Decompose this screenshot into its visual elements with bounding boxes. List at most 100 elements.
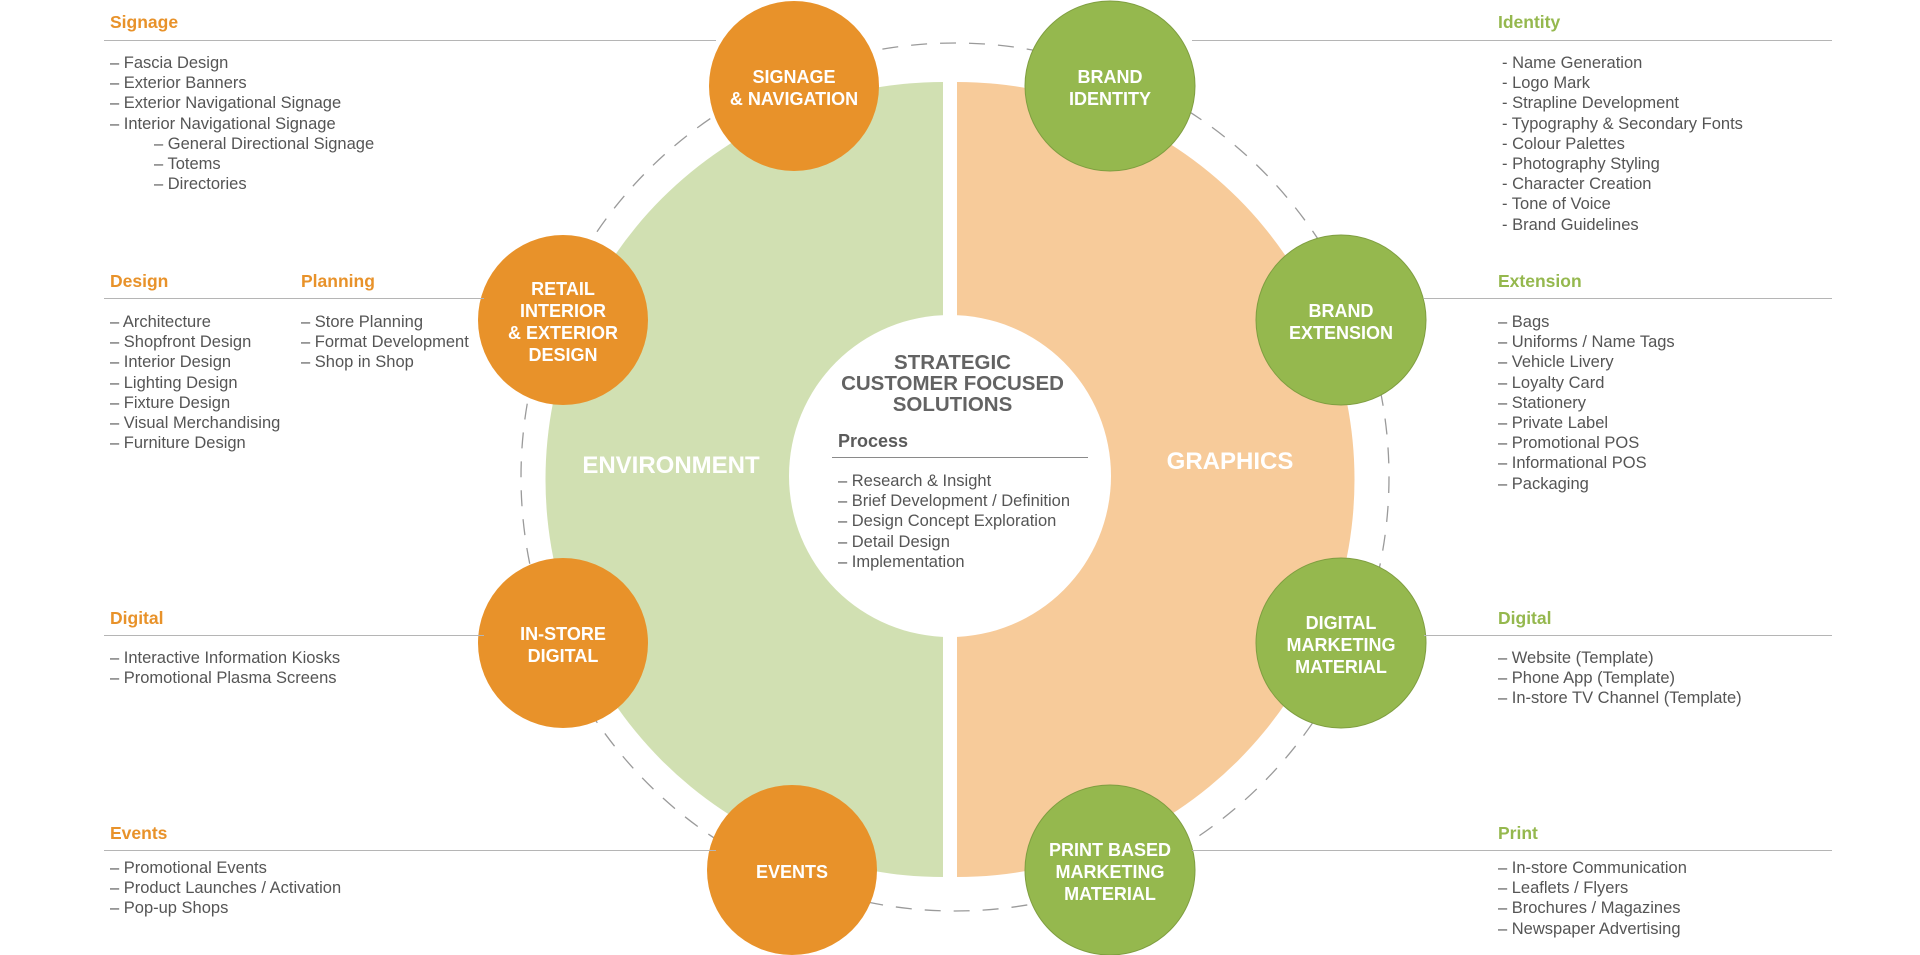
- list-item: – Shopfront Design: [110, 333, 252, 352]
- list-item: – Research & Insight: [838, 472, 992, 490]
- svg-text:INTERIOR: INTERIOR: [520, 301, 606, 321]
- graphics-half: [957, 82, 1355, 877]
- svg-text:& EXTERIOR: & EXTERIOR: [508, 323, 618, 343]
- print-heading: Print: [1498, 823, 1538, 843]
- extension-rule: [1424, 298, 1832, 299]
- print-rule: [1192, 850, 1832, 851]
- signage-rule: [104, 40, 716, 41]
- svg-text:SIGNAGE: SIGNAGE: [752, 67, 835, 87]
- list-item: – Implementation: [838, 552, 965, 571]
- svg-text:DESIGN: DESIGN: [528, 345, 597, 365]
- center-title: STRATEGIC CUSTOMER FOCUSED SOLUTIONS: [790, 352, 1115, 415]
- design-list: – Architecture – Shopfront Design – Inte…: [110, 312, 280, 453]
- list-item: – Architecture: [110, 313, 211, 331]
- left-digital-rule: [104, 635, 484, 636]
- center-circle: [789, 315, 1111, 637]
- brand-extension-circle[interactable]: BRAND EXTENSION: [1255, 234, 1427, 406]
- list-item: – Promotional Plasma Screens: [110, 669, 337, 688]
- list-item: – Newspaper Advertising: [1498, 919, 1681, 938]
- list-item: – Directories: [154, 175, 247, 194]
- center-title-line: STRATEGIC: [894, 351, 1011, 374]
- svg-text:RETAIL: RETAIL: [531, 279, 595, 299]
- list-item: – Product Launches / Activation: [110, 879, 342, 898]
- center-title-line: SOLUTIONS: [892, 393, 1013, 416]
- list-item: – Furniture Design: [110, 434, 246, 453]
- list-item: - Character Creation: [1502, 175, 1652, 194]
- list-item: - Colour Palettes: [1502, 134, 1625, 153]
- svg-text:DIGITAL: DIGITAL: [528, 646, 599, 666]
- list-item: – Stationery: [1498, 393, 1587, 412]
- retail-interior-exterior-design-circle[interactable]: RETAIL INTERIOR & EXTERIOR DESIGN: [478, 235, 648, 405]
- list-item: – General Directional Signage: [154, 134, 375, 153]
- list-item: – Exterior Navigational Signage: [110, 94, 342, 113]
- svg-text:EVENTS: EVENTS: [756, 862, 828, 882]
- svg-text:IN-STORE: IN-STORE: [520, 624, 606, 644]
- list-item: – Brief Development / Definition: [838, 492, 1071, 511]
- svg-text:EXTENSION: EXTENSION: [1289, 323, 1393, 343]
- events-circle[interactable]: EVENTS: [707, 785, 877, 955]
- identity-heading: Identity: [1498, 12, 1561, 32]
- svg-text:BRAND: BRAND: [1078, 67, 1143, 87]
- events-rule: [104, 850, 716, 851]
- list-item: – Phone App (Template): [1498, 669, 1676, 688]
- events-list: – Promotional Events – Product Launches …: [110, 858, 341, 919]
- extension-list: – Bags – Uniforms / Name Tags – Vehicle …: [1498, 312, 1675, 494]
- center-title-line: CUSTOMER FOCUSED: [841, 372, 1064, 395]
- digital-marketing-material-circle[interactable]: DIGITAL MARKETING MATERIAL: [1255, 557, 1427, 729]
- list-item: – Packaging: [1498, 474, 1589, 493]
- identity-list: - Name Generation - Logo Mark - Straplin…: [1502, 53, 1743, 235]
- left-digital-list: – Interactive Information Kiosks – Promo…: [110, 648, 340, 688]
- brand-identity-circle[interactable]: BRAND IDENTITY: [1024, 0, 1196, 172]
- list-item: – Informational POS: [1498, 454, 1647, 473]
- list-item: – Detail Design: [838, 532, 950, 551]
- svg-text:MATERIAL: MATERIAL: [1295, 657, 1387, 677]
- list-item: - Typography & Secondary Fonts: [1502, 114, 1743, 133]
- left-digital-heading: Digital: [110, 608, 164, 628]
- svg-text:PRINT BASED: PRINT BASED: [1049, 840, 1171, 860]
- svg-text:MATERIAL: MATERIAL: [1064, 884, 1156, 904]
- list-item: – Shop in Shop: [301, 353, 414, 372]
- list-item: – Interactive Information Kiosks: [110, 649, 341, 667]
- list-item: - Photography Styling: [1502, 155, 1660, 174]
- environment-half: [545, 82, 943, 877]
- list-item: – Pop-up Shops: [110, 899, 229, 918]
- dashed-orbit-ring: [520, 42, 1390, 912]
- signage-navigation-circle[interactable]: SIGNAGE & NAVIGATION: [709, 1, 879, 171]
- list-item: - Name Generation: [1502, 54, 1643, 72]
- print-list: – In-store Communication – Leaflets / Fl…: [1498, 858, 1687, 939]
- process-divider: [832, 457, 1088, 458]
- process-heading: Process: [838, 431, 909, 451]
- in-store-digital-circle[interactable]: IN-STORE DIGITAL: [478, 558, 648, 728]
- right-digital-list: – Website (Template) – Phone App (Templa…: [1498, 648, 1742, 709]
- list-item: – In-store TV Channel (Template): [1498, 689, 1742, 708]
- identity-rule: [1192, 40, 1832, 41]
- list-item: – Leaflets / Flyers: [1498, 879, 1629, 898]
- design-rule: [104, 298, 484, 299]
- list-item: – Uniforms / Name Tags: [1498, 333, 1675, 352]
- list-item: – Brochures / Magazines: [1498, 899, 1681, 918]
- list-item: – Totems: [154, 155, 221, 174]
- list-item: – Exterior Banners: [110, 74, 247, 93]
- list-item: – Visual Merchandising: [110, 414, 281, 433]
- list-item: – Fascia Design: [110, 54, 229, 72]
- list-item: – Promotional POS: [1498, 434, 1640, 453]
- svg-text:& NAVIGATION: & NAVIGATION: [730, 89, 858, 109]
- design-heading: Design: [110, 271, 169, 291]
- list-item: - Brand Guidelines: [1502, 215, 1639, 234]
- list-item: - Logo Mark: [1502, 74, 1591, 93]
- list-item: – Loyalty Card: [1498, 373, 1605, 392]
- list-item: - Tone of Voice: [1502, 195, 1611, 214]
- print-based-marketing-material-circle[interactable]: PRINT BASED MARKETING MATERIAL: [1024, 784, 1196, 955]
- list-item: - Strapline Development: [1502, 94, 1680, 113]
- svg-text:DIGITAL: DIGITAL: [1306, 613, 1377, 633]
- extension-heading: Extension: [1498, 271, 1582, 291]
- list-item: – In-store Communication: [1498, 859, 1687, 877]
- svg-text:IDENTITY: IDENTITY: [1069, 89, 1151, 109]
- list-item: – Store Planning: [301, 313, 424, 331]
- list-item: – Private Label: [1498, 414, 1609, 433]
- list-item: – Vehicle Livery: [1498, 353, 1614, 372]
- svg-text:BRAND: BRAND: [1309, 301, 1374, 321]
- list-item: – Lighting Design: [110, 373, 238, 392]
- planning-list: – Store Planning – Format Development – …: [301, 312, 469, 373]
